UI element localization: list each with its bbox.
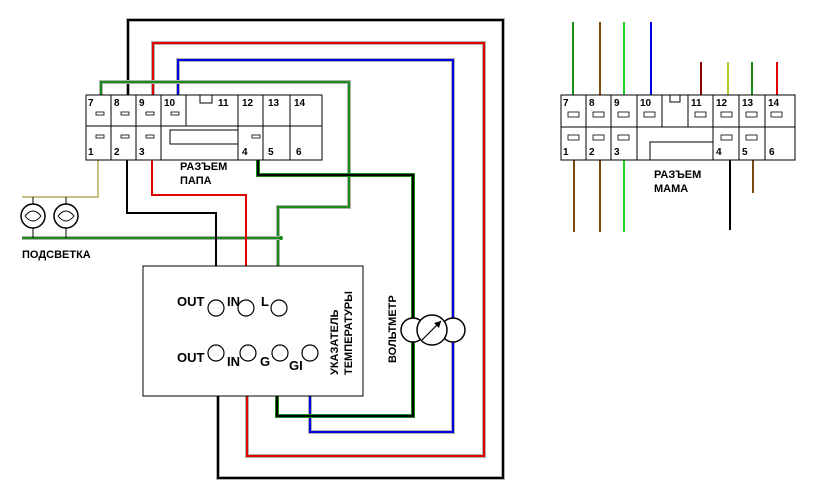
left-pin-4: 4 (242, 147, 248, 158)
right-connector-label-2: МАМА (654, 183, 688, 195)
right-connector: 7 8 9 10 11 12 13 14 1 2 3 4 5 6 РАЗЪЕМ … (560, 94, 796, 195)
left-pin-13: 13 (268, 98, 280, 109)
terminal-out-top-post (207, 299, 225, 317)
terminal-gi-bottom: GI (289, 358, 303, 373)
terminal-out-top: OUT (177, 294, 205, 309)
right-pin-5: 5 (742, 147, 748, 158)
left-pin-3: 3 (139, 147, 145, 158)
wire-black-outer (126, 18, 505, 480)
terminal-in-bottom: IN (227, 354, 240, 369)
temp-gauge: OUT IN L OUT IN G GI УКАЗАТЕЛЬ ТЕМПЕРАТУ… (142, 265, 364, 397)
left-connector-label-2: ПАПА (180, 175, 212, 187)
left-pin-1: 1 (88, 147, 94, 158)
wire-red-in (151, 160, 247, 300)
left-pin-2: 2 (114, 147, 120, 158)
left-pin-6: 6 (296, 147, 302, 158)
right-pin-2: 2 (589, 147, 595, 158)
wire-black-green-g (256, 160, 415, 418)
left-pin-8: 8 (114, 98, 120, 109)
wire-red (151, 41, 486, 458)
left-pin-14: 14 (294, 98, 306, 109)
left-pin-5: 5 (268, 147, 274, 158)
terminal-gi-bottom-post (301, 344, 319, 362)
wire-black-in (126, 160, 217, 300)
left-connector: 7 8 9 10 11 12 13 14 1 2 3 4 5 6 РАЗЪЕМ … (85, 94, 323, 187)
wire-green (99, 80, 351, 300)
right-pin-9: 9 (614, 98, 620, 109)
left-pin-12: 12 (242, 98, 254, 109)
backlight-bulbs: ПОДСВЕТКА (20, 197, 91, 261)
temp-gauge-label-2: ТЕМПЕРАТУРЫ (343, 291, 355, 375)
right-pin-6: 6 (769, 147, 775, 158)
right-pin-7: 7 (563, 98, 569, 109)
terminal-out-bottom: OUT (177, 350, 205, 365)
left-pin-10: 10 (164, 98, 176, 109)
wire-yellow-backlight (22, 160, 99, 198)
backlight-label: ПОДСВЕТКА (22, 249, 91, 261)
terminal-in-top: IN (227, 294, 240, 309)
right-connector-wires (572, 22, 778, 232)
wire-green-backlight (22, 236, 283, 240)
left-connector-label-1: РАЗЪЕМ (180, 161, 227, 173)
right-pin-13: 13 (742, 98, 754, 109)
terminal-l-top-post (270, 299, 288, 317)
right-pin-10: 10 (640, 98, 652, 109)
terminal-out-bottom-post (207, 344, 225, 362)
terminal-g-bottom: G (260, 354, 270, 369)
right-pin-11: 11 (691, 98, 702, 109)
left-pin-11: 11 (218, 98, 229, 109)
voltmeter: ВОЛЬТМЕТР (387, 295, 466, 363)
right-pin-14: 14 (768, 98, 780, 109)
left-pin-9: 9 (139, 98, 145, 109)
terminal-l-top: L (261, 294, 269, 309)
right-pin-3: 3 (614, 147, 620, 158)
right-pin-1: 1 (563, 147, 569, 158)
right-pin-8: 8 (589, 98, 595, 109)
right-pin-12: 12 (716, 98, 728, 109)
terminal-in-top-post (237, 299, 255, 317)
left-pin-7: 7 (88, 98, 94, 109)
temp-gauge-label-1: УКАЗАТЕЛЬ (329, 309, 341, 375)
voltmeter-label: ВОЛЬТМЕТР (387, 295, 399, 363)
right-pin-4: 4 (716, 147, 722, 158)
wire-blue (176, 58, 455, 434)
right-connector-label-1: РАЗЪЕМ (654, 169, 701, 181)
terminal-in-bottom-post (239, 344, 257, 362)
terminal-g-bottom-post (271, 344, 289, 362)
